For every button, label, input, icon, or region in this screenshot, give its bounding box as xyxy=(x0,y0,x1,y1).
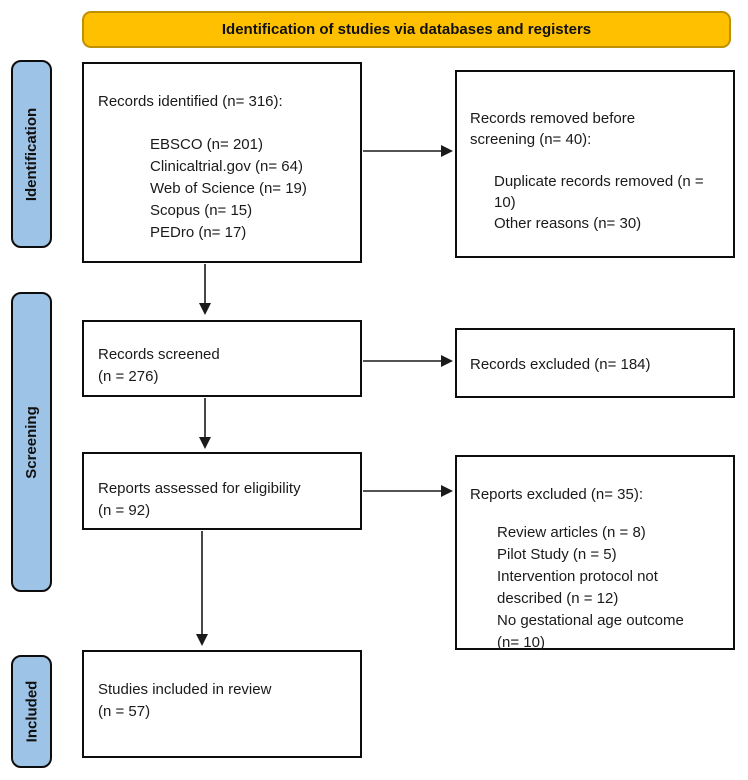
stage-screening: Screening xyxy=(11,292,52,592)
reports-excluded-reasons: Review articles (n = 8) Pilot Study (n =… xyxy=(497,522,702,654)
reason-item: Intervention protocol not described (n =… xyxy=(497,568,658,607)
box-records-excluded: Records excluded (n= 184) xyxy=(455,328,735,398)
records-screened-line2: (n = 276) xyxy=(98,368,159,385)
reports-assessed-line1: Reports assessed for eligibility xyxy=(98,480,301,497)
records-removed-reasons: Duplicate records removed (n = 10) Other… xyxy=(494,171,704,234)
stage-included-label: Included xyxy=(23,680,41,743)
box-records-screened: Records screened (n = 276) xyxy=(82,320,362,397)
stage-identification: Identification xyxy=(11,60,52,248)
source-item: Web of Science (n= 19) xyxy=(150,180,307,197)
reason-item: No gestational age outcome (n= 10) xyxy=(497,612,684,651)
reason-item: Duplicate records removed (n = 10) xyxy=(494,173,704,211)
arrow-screened-to-excluded-icon xyxy=(363,355,453,367)
stage-screening-label: Screening xyxy=(23,405,40,479)
box-reports-excluded: Reports excluded (n= 35): Review article… xyxy=(455,455,735,651)
source-item: Clinicaltrial.gov (n= 64) xyxy=(150,158,303,175)
box-studies-included: Studies included in review (n = 57) xyxy=(82,650,362,758)
reason-item: Other reasons (n= 30) xyxy=(494,215,642,232)
studies-included-line2: (n = 57) xyxy=(98,703,151,720)
reason-item: Pilot Study (n = 5) xyxy=(497,546,617,563)
records-identified-sources: EBSCO (n= 201) Clinicaltrial.gov (n= 64)… xyxy=(150,134,350,244)
reports-excluded-title: Reports excluded (n= 35): xyxy=(470,486,644,503)
box-records-removed: Records removed before screening (n= 40)… xyxy=(455,70,735,258)
box-reports-assessed: Reports assessed for eligibility (n = 92… xyxy=(82,452,362,530)
records-excluded-title: Records excluded (n= 184) xyxy=(470,356,651,373)
diagram-title: Identification of studies via databases … xyxy=(221,21,592,38)
arrow-assessed-to-included-icon xyxy=(196,531,208,646)
stage-included: Included xyxy=(11,655,52,768)
arrow-identified-to-screened-icon xyxy=(199,264,211,315)
source-item: PEDro (n= 17) xyxy=(150,224,247,241)
studies-included-line1: Studies included in review xyxy=(98,681,272,698)
box-records-identified: Records identified (n= 316): EBSCO (n= 2… xyxy=(82,62,362,263)
reason-item: Review articles (n = 8) xyxy=(497,524,646,541)
records-identified-title: Records identified (n= 316): xyxy=(98,93,283,110)
stage-identification-label: Identification xyxy=(23,107,40,201)
source-item: Scopus (n= 15) xyxy=(150,202,253,219)
records-screened-line1: Records screened xyxy=(98,346,220,363)
arrow-screened-to-assessed-icon xyxy=(199,398,211,449)
records-removed-title: Records removed before screening (n= 40)… xyxy=(470,110,636,148)
arrow-identified-to-removed-icon xyxy=(363,145,453,157)
source-item: EBSCO (n= 201) xyxy=(150,136,263,153)
diagram-title-banner: Identification of studies via databases … xyxy=(82,11,731,48)
reports-assessed-line2: (n = 92) xyxy=(98,502,151,519)
arrow-assessed-to-reports-excluded-icon xyxy=(363,485,453,497)
